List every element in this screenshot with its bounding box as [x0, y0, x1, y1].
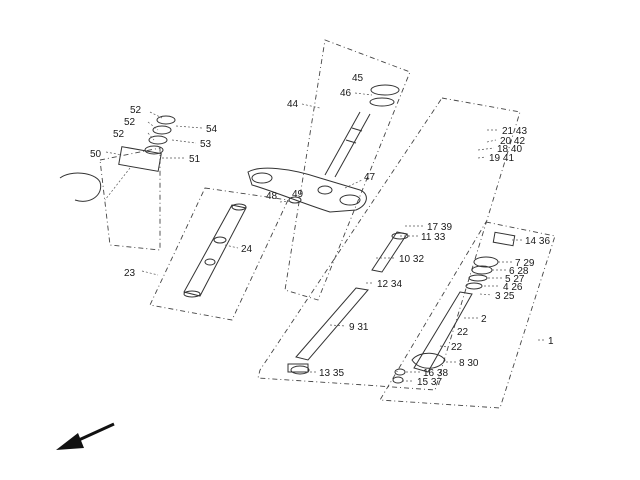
- left-fork-tube: [183, 203, 247, 298]
- label-15-37: 15 37: [417, 377, 442, 388]
- left-bracket-stack: [59, 115, 176, 202]
- part-labels: 45 46 44 47 48 49 52 54 52 53 52 50 51 2…: [90, 73, 554, 388]
- label-45: 45: [352, 73, 364, 84]
- label-14-36: 14 36: [525, 236, 550, 247]
- label-24: 24: [241, 244, 253, 255]
- bracket-group-boundary: [99, 147, 161, 251]
- label-16-38: 16 38: [423, 368, 448, 379]
- triple-clamp: [247, 167, 367, 213]
- label-22-upper: 22: [457, 327, 469, 338]
- label-10-32: 10 32: [399, 254, 424, 265]
- label-6-28: 6 28: [509, 266, 529, 277]
- label-54: 54: [206, 124, 218, 135]
- label-20-42: 20 42: [500, 136, 525, 147]
- label-53: 53: [200, 139, 212, 150]
- label-19-41: 19 41: [489, 153, 514, 164]
- label-22-lower: 22: [451, 342, 463, 353]
- steering-stem: [324, 84, 400, 178]
- label-8-30: 8 30: [459, 358, 479, 369]
- label-18-40: 18 40: [497, 144, 522, 155]
- label-46: 46: [340, 88, 352, 99]
- label-17-39: 17 39: [427, 222, 452, 233]
- upper-group-boundary: [284, 39, 411, 301]
- label-5-27: 5 27: [505, 274, 525, 285]
- leader-lines: [105, 92, 545, 382]
- label-9-31: 9 31: [349, 322, 369, 333]
- label-52-top: 52: [130, 105, 142, 116]
- left-fork-group-boundary: [149, 187, 289, 321]
- label-49: 49: [292, 189, 304, 200]
- label-2: 2: [481, 314, 487, 325]
- label-12-34: 12 34: [377, 279, 402, 290]
- label-47: 47: [364, 172, 376, 183]
- label-21-43: 21 43: [502, 126, 527, 137]
- arrow-down-left-icon: [56, 422, 115, 450]
- label-13-35: 13 35: [319, 368, 344, 379]
- right-fork-group-boundary: [379, 221, 556, 409]
- label-3-25: 3 25: [495, 291, 515, 302]
- label-1: 1: [548, 336, 554, 347]
- label-7-29: 7 29: [515, 258, 535, 269]
- label-48: 48: [266, 191, 278, 202]
- label-4-26: 4 26: [503, 282, 523, 293]
- label-52-low: 52: [113, 129, 125, 140]
- label-50: 50: [90, 149, 102, 160]
- label-44: 44: [287, 99, 299, 110]
- center-fork-tube: [287, 231, 409, 375]
- label-23: 23: [124, 268, 136, 279]
- label-51: 51: [189, 154, 201, 165]
- label-52-mid: 52: [124, 117, 136, 128]
- label-11-33: 11 33: [421, 232, 446, 243]
- center-fork-group-boundary: [257, 97, 521, 391]
